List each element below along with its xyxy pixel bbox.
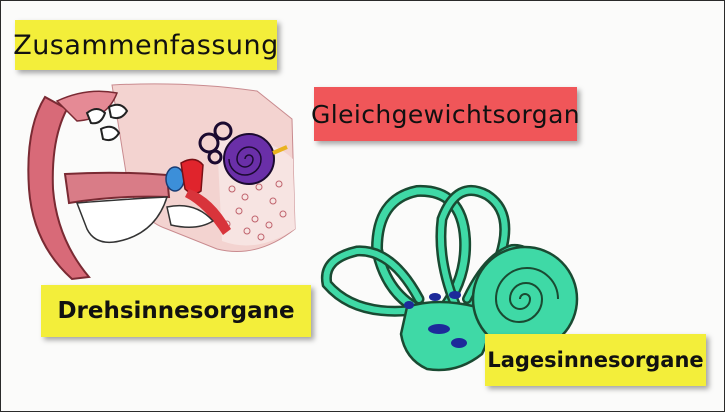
balance-organ-card: Gleichgewichtsorgan bbox=[314, 87, 577, 141]
ear-cross-section-drawing bbox=[17, 79, 302, 284]
drehsinnesorgane-label: Drehsinnesorgane bbox=[41, 285, 311, 337]
balance-organ-text: Gleichgewichtsorgan bbox=[311, 100, 580, 129]
drehsinnesorgane-text: Drehsinnesorgane bbox=[57, 298, 294, 324]
lagesinnesorgane-label: Lagesinnesorgane bbox=[485, 334, 706, 386]
summary-title-text: Zusammenfassung bbox=[13, 30, 279, 61]
summary-title-card: Zusammenfassung bbox=[15, 20, 277, 70]
lagesinnesorgane-text: Lagesinnesorgane bbox=[487, 348, 703, 372]
